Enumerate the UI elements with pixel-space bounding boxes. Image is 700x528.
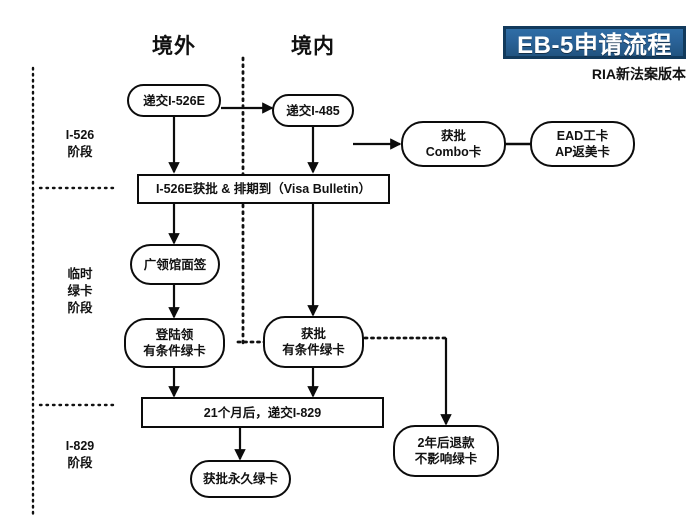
title-text: EB-5申请流程 — [517, 32, 672, 59]
node-land-line2: 有条件绿卡 — [143, 344, 206, 358]
node-ead-ap-card[interactable]: EAD工卡 AP返美卡 — [530, 121, 635, 167]
node-consulate-label: 广领馆面签 — [143, 257, 207, 272]
node-land-line1: 登陆领 — [155, 328, 194, 342]
stage-temp-line2: 绿卡 — [67, 284, 93, 298]
node-combo-line1: 获批 — [440, 129, 466, 143]
stage-i829-line2: 阶段 — [67, 456, 93, 470]
node-submit-i526e-label: 递交I-526E — [143, 93, 205, 108]
node-file-i829-label: 21个月后，递交I-829 — [203, 405, 322, 420]
node-file-i829[interactable]: 21个月后，递交I-829 — [141, 397, 384, 428]
node-approved-conditional-gc[interactable]: 获批 有条件绿卡 — [263, 316, 364, 368]
node-submit-i485[interactable]: 递交I-485 — [272, 94, 354, 127]
node-submit-i485-label: 递交I-485 — [286, 103, 340, 118]
node-i526e-approved[interactable]: I-526E获批 & 排期到（Visa Bulletin） — [137, 174, 390, 204]
node-refund-note[interactable]: 2年后退款 不影响绿卡 — [393, 425, 499, 477]
stage-temp-line1: 临时 — [67, 267, 93, 281]
stage-i829-line1: I-829 — [65, 439, 95, 453]
stage-i526-line1: I-526 — [65, 128, 95, 142]
node-land-conditional-gc[interactable]: 登陆领 有条件绿卡 — [124, 318, 225, 368]
title-subtitle: RIA新法案版本 — [591, 66, 686, 82]
node-combo-line2: Combo卡 — [425, 145, 482, 159]
node-consulate-interview[interactable]: 广领馆面签 — [130, 244, 220, 285]
column-heading-overseas: 境外 — [152, 35, 196, 58]
node-refund-line1: 2年后退款 — [417, 436, 475, 450]
title-badge: EB-5申请流程 — [503, 26, 686, 59]
node-permanent-gc-label: 获批永久绿卡 — [202, 472, 278, 486]
stage-temp-line3: 阶段 — [67, 301, 93, 315]
node-approved-cond-line1: 获批 — [300, 327, 326, 341]
column-heading-domestic: 境内 — [291, 35, 335, 58]
node-submit-i526e[interactable]: 递交I-526E — [127, 84, 221, 117]
stage-label-i829: I-829 阶段 — [45, 438, 115, 472]
node-ead-line1: EAD工卡 — [556, 129, 609, 143]
node-approved-cond-line2: 有条件绿卡 — [282, 343, 345, 357]
stage-i526-line2: 阶段 — [67, 145, 93, 159]
node-refund-line2: 不影响绿卡 — [414, 452, 478, 466]
node-i526e-approved-label: I-526E获批 & 排期到（Visa Bulletin） — [155, 182, 372, 196]
node-combo-approved[interactable]: 获批 Combo卡 — [401, 121, 506, 167]
stage-label-temp-gc: 临时 绿卡 阶段 — [45, 266, 115, 317]
stage-label-i526: I-526 阶段 — [45, 127, 115, 161]
node-ead-line2: AP返美卡 — [555, 145, 610, 159]
node-permanent-gc[interactable]: 获批永久绿卡 — [190, 460, 291, 498]
